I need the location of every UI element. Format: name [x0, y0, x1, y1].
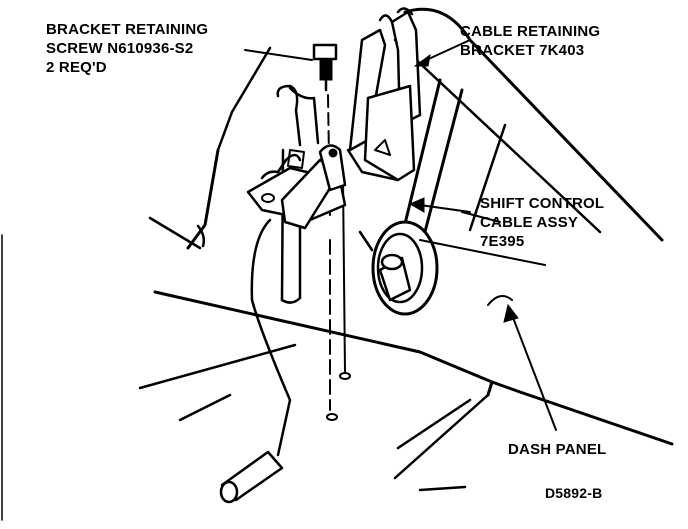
cable-tick	[461, 211, 501, 223]
cable-tick-lower	[419, 239, 546, 266]
column-base-line	[148, 216, 202, 250]
arrowhead-dash	[503, 303, 519, 323]
label-line: DASH PANEL	[508, 441, 607, 458]
leader-bracket	[421, 39, 471, 63]
cable-end-fitting	[219, 450, 284, 504]
label-line: BRACKET RETAINING	[46, 21, 209, 38]
column-upper-edge	[216, 46, 272, 152]
floor-line-bottom	[418, 485, 467, 492]
dash-panel-edge	[153, 290, 674, 446]
label-line: D5892-B	[545, 485, 603, 501]
screw-hole-2	[326, 413, 338, 421]
label-line: 7E395	[480, 233, 525, 250]
mount-bracket	[246, 144, 347, 230]
hose-bottom	[280, 296, 302, 304]
bracket-screw	[312, 43, 338, 92]
label-line: BRACKET 7K403	[460, 42, 585, 59]
floor-line-left	[178, 393, 232, 422]
cable-retaining-bracket	[346, 7, 422, 182]
label-cable-retaining-bracket: CABLE RETAINING BRACKET 7K403	[460, 22, 600, 60]
arrowhead-bracket	[413, 53, 431, 67]
label-bracket-retaining-screw: BRACKET RETAINING SCREW N610936-S2 2 REQ…	[46, 20, 208, 77]
column-corner	[196, 224, 206, 248]
label-line: CABLE ASSY	[480, 214, 579, 231]
cable-lower-run	[250, 218, 292, 457]
label-line: SCREW N610936-S2	[46, 40, 194, 57]
label-line: 2 REQ'D	[46, 59, 107, 76]
leader-cable	[419, 204, 471, 213]
dash-squiggle	[487, 295, 513, 306]
arrowhead-cable	[408, 197, 425, 213]
screw-hole-1	[339, 372, 351, 380]
screw-axis-2	[342, 179, 346, 373]
column-outline-inner	[393, 38, 602, 234]
cable-grommet	[358, 220, 439, 316]
hose-upper-right	[288, 86, 320, 145]
floor-line-mid	[138, 343, 297, 390]
label-dash-panel: DASH PANEL	[508, 440, 606, 459]
label-line: CABLE RETAINING	[460, 23, 601, 40]
dash-panel-step	[486, 380, 494, 397]
column-outline-right	[403, 7, 664, 242]
column-edge	[186, 148, 220, 250]
cable-line-3	[468, 123, 507, 232]
label-line: SHIFT CONTROL	[480, 195, 605, 212]
label-shift-control-cable: SHIFT CONTROL CABLE ASSY 7E395	[480, 194, 604, 251]
dash-panel-fold-2	[396, 398, 472, 450]
figure-code: D5892-B	[545, 484, 602, 503]
hose-upper-left	[276, 84, 302, 147]
leader-dash	[511, 314, 557, 431]
dash-panel-fold	[393, 393, 490, 480]
leader-screw	[244, 49, 313, 61]
